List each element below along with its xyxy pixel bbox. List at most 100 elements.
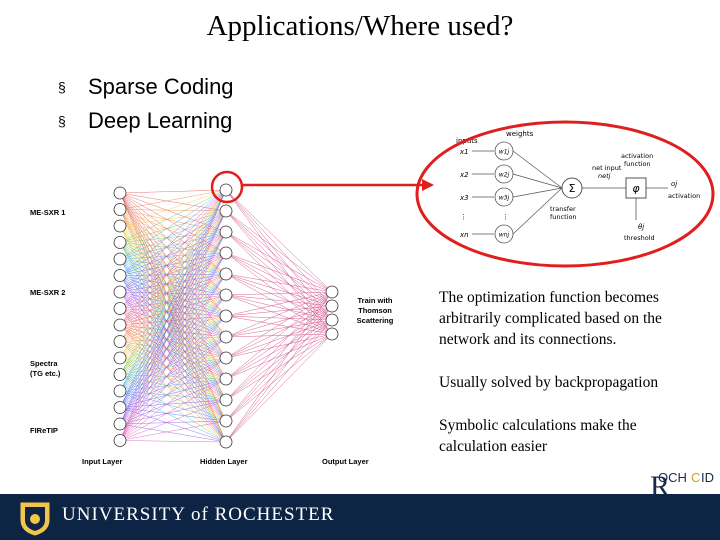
edge-line (225, 210, 333, 293)
edge-line (119, 252, 227, 441)
edge-line (119, 209, 227, 254)
edge-line (225, 305, 333, 338)
edge-line (119, 252, 227, 326)
output-node (325, 313, 339, 327)
input-node (113, 368, 127, 381)
input-node (113, 269, 127, 282)
edge-line (119, 210, 227, 276)
edge-line (119, 189, 227, 210)
output-label: Train with (357, 296, 392, 305)
edge-line (119, 210, 227, 293)
activation-function-label: activation (621, 152, 653, 160)
edge-line (119, 231, 227, 359)
edge-line (225, 210, 333, 321)
hidden-node (219, 330, 233, 344)
bullet-marker: § (58, 79, 66, 95)
edge-line (119, 210, 227, 243)
edge-line (225, 291, 333, 359)
edge-line (119, 210, 227, 342)
bullet-list: § Sparse Coding § Deep Learning (58, 70, 234, 138)
edge-line (119, 210, 227, 326)
neuron-weight-label: ⋮ (502, 213, 509, 221)
input-group-label: ME-SXR 2 (30, 288, 65, 297)
note-paragraph: The optimization function becomes arbitr… (439, 289, 662, 348)
edge-line (119, 189, 227, 359)
edge-line (119, 252, 227, 375)
edge-line (119, 231, 227, 441)
edge-line (225, 189, 333, 293)
neuron-weight-label: wnj (499, 232, 510, 239)
edge-line (225, 231, 333, 307)
input-node (113, 186, 127, 200)
input-node (113, 401, 127, 414)
edge-line (119, 231, 227, 276)
edge-line (119, 252, 227, 309)
connector-arrow (210, 170, 434, 204)
edge-line (119, 420, 227, 441)
edge-line (225, 291, 333, 338)
edge-line (119, 252, 227, 425)
edge-line (225, 305, 333, 380)
activation-function-label: function (624, 160, 651, 168)
edge-line (119, 231, 227, 260)
edge-line (119, 225, 227, 254)
neuron-weight-line (512, 187, 563, 235)
edge-line (119, 192, 227, 212)
hidden-node (219, 351, 233, 365)
activation-label: activation (668, 192, 700, 200)
layer-label: Hidden Layer (200, 457, 248, 466)
edge-line (225, 291, 333, 401)
transfer-label: transfer (550, 205, 576, 213)
bullet-text: Deep Learning (88, 108, 233, 133)
edge-line (119, 231, 227, 326)
neuron-weight-label: w3j (499, 195, 510, 202)
edge-line (119, 189, 227, 326)
input-node (113, 318, 127, 332)
output-label: Scattering (357, 316, 394, 325)
edge-line (225, 319, 333, 443)
weights-label: weights (506, 130, 534, 138)
footer-bar (0, 494, 720, 540)
hidden-node (219, 372, 233, 386)
output-label: Thomson (358, 306, 392, 315)
edge-line (225, 294, 333, 321)
edge-line (119, 231, 227, 375)
edge-line (119, 189, 227, 227)
edge-line (119, 294, 227, 441)
rochcid-r: R (650, 470, 670, 498)
input-node (113, 434, 127, 447)
note-paragraph: Symbolic calculations make the calculati… (439, 417, 637, 455)
input-node (113, 302, 127, 315)
hidden-node (219, 414, 233, 428)
neuron-weight-line (512, 150, 563, 189)
hidden-node (219, 393, 233, 407)
edge-line (225, 252, 333, 293)
slide-title: Applications/Where used? (206, 10, 514, 42)
edge-line (119, 399, 227, 441)
highlight-ellipse (415, 120, 715, 268)
arrow-head (422, 179, 434, 191)
edge-line (119, 189, 227, 392)
input-node (113, 417, 127, 431)
hidden-node (219, 225, 233, 239)
edge-line (225, 273, 333, 307)
edge-line (225, 319, 333, 380)
edge-line (225, 291, 333, 443)
edge-line (119, 336, 227, 441)
oj-label: oj (671, 180, 677, 188)
edge-line (225, 291, 333, 422)
edge-line (225, 273, 333, 321)
neuron-weight-label: w2j (499, 172, 510, 179)
edge-line (225, 319, 333, 359)
edge-line (225, 333, 333, 422)
input-node (113, 351, 127, 365)
edge-line (225, 315, 333, 321)
edge-line (119, 189, 227, 309)
edge-line (225, 333, 333, 443)
output-node (325, 285, 339, 299)
edge-line (119, 252, 227, 260)
input-node (113, 219, 127, 233)
highlight-circle (210, 170, 244, 204)
edge-line (119, 225, 227, 233)
input-node (113, 335, 127, 348)
